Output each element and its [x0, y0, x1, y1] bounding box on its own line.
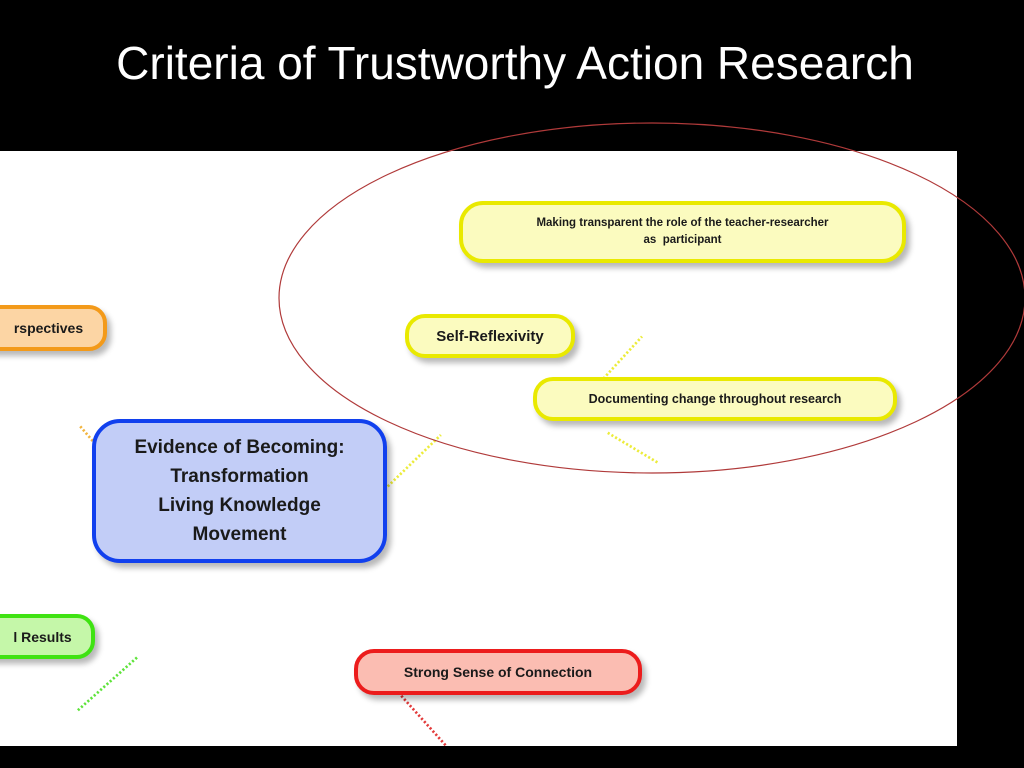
central-line-3: Living Knowledge [158, 495, 321, 516]
child-node-transparent-role: Making transparent the role of the teach… [459, 201, 906, 263]
central-line-1: Evidence of Becoming: [134, 437, 345, 458]
branch-label: rspectives [13, 320, 84, 336]
branch-node-perspectives: rspectives [0, 305, 107, 351]
branch-label: Self-Reflexivity [436, 327, 544, 345]
branch-node-results: l Results [0, 614, 95, 659]
branch-label: l Results [13, 628, 72, 645]
central-node: Evidence of Becoming: Transformation Liv… [92, 419, 387, 563]
mindmap-panel: rspectives l Results Evidence of Becomin… [0, 151, 957, 746]
branch-node-connection: Strong Sense of Connection [354, 649, 642, 695]
branch-node-self-reflexivity: Self-Reflexivity [405, 314, 575, 358]
central-line-4: Movement [192, 524, 287, 545]
slide-title: Criteria of Trustworthy Action Research [116, 37, 914, 89]
central-line-2: Transformation [170, 466, 309, 487]
child-label: Documenting change throughout research [588, 392, 842, 406]
branch-label: Strong Sense of Connection [403, 664, 593, 680]
child-label-line-1: Making transparent the role of the teach… [536, 217, 829, 229]
child-label-line-2: as participant [643, 234, 722, 246]
child-node-documenting-change: Documenting change throughout research [533, 377, 897, 421]
